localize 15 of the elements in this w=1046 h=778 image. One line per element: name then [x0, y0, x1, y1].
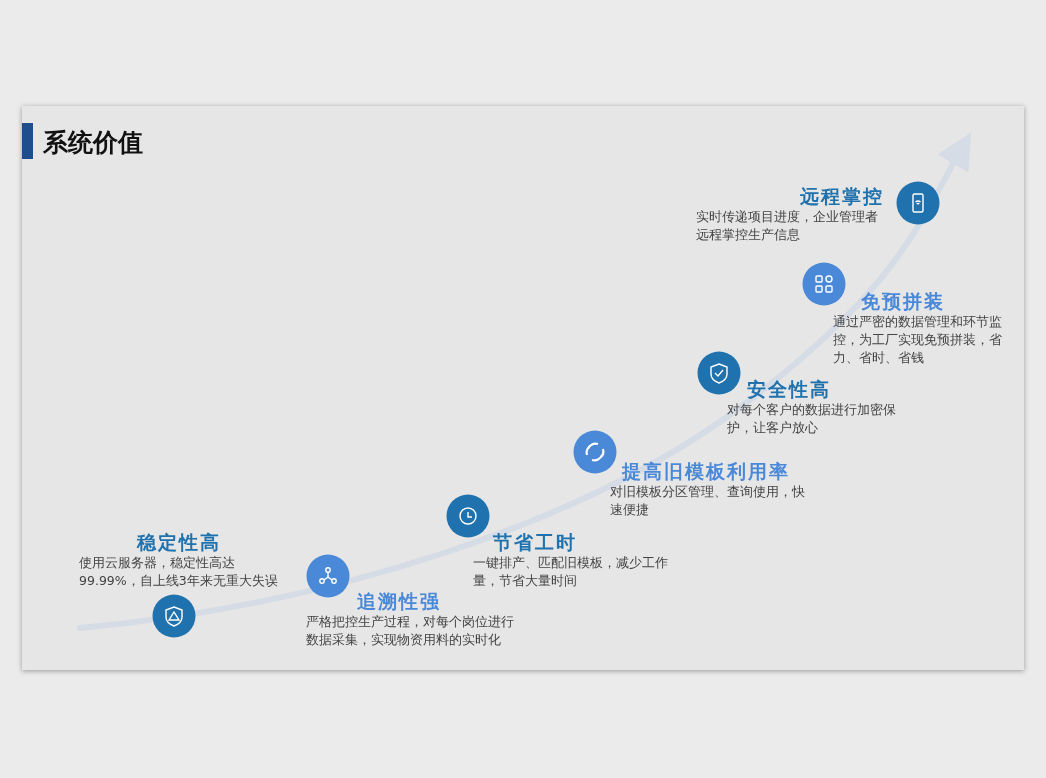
- feature-heading: 稳定性高: [135, 530, 222, 554]
- feature-description: 实时传递项目进度，企业管理者远程掌控生产信息: [696, 208, 879, 244]
- feature-description: 通过严密的数据管理和环节监控，为工厂实现免预拼装，省力、省时、省钱: [833, 313, 1003, 367]
- feature-heading: 远程掌控: [799, 184, 885, 208]
- feature-description: 对每个客户的数据进行加密保护，让客户放心: [727, 401, 897, 437]
- feature-heading: 提高旧模板利用率: [620, 459, 791, 483]
- feature-description: 对旧模板分区管理、查询使用，快速便捷: [610, 483, 806, 519]
- feature-heading: 免预拼装: [860, 289, 946, 313]
- feature-description: 一键排产、匹配旧模板，减少工作量，节省大量时间: [473, 554, 669, 590]
- feature-heading: 追溯性强: [356, 589, 442, 613]
- feature-description: 严格把控生产过程，对每个岗位进行数据采集，实现物资用料的实时化: [306, 613, 515, 649]
- feature-heading: 节省工时: [492, 530, 578, 554]
- feature-heading: 安全性高: [746, 377, 832, 401]
- feature-description: 使用云服务器，稳定性高达99.99%，自上线3年来无重大失误: [79, 554, 279, 590]
- slide-title: 系统价值: [43, 127, 143, 159]
